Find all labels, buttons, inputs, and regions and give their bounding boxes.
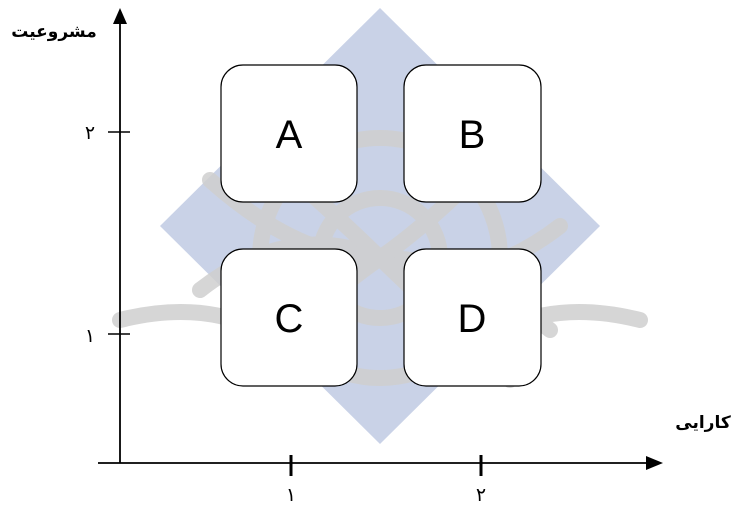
quadrant-a-box [220, 64, 358, 203]
axes [98, 8, 663, 476]
x-tick-label-1: ۱ [286, 484, 296, 506]
watermark-emblem-icon [112, 8, 648, 444]
quadrant-c-box [220, 248, 358, 387]
x-tick-label-2: ۲ [476, 484, 486, 506]
quadrant-b: B [403, 64, 542, 203]
y-axis-title: مشروعیت [11, 22, 97, 42]
quadrant-b-label: B [459, 113, 486, 157]
x-axis-arrow-icon [646, 456, 663, 470]
y-axis-arrow-icon [113, 8, 127, 24]
quadrant-d-label: D [458, 297, 487, 341]
x-axis-title: کارایی [675, 413, 731, 433]
quadrant-d-box [403, 248, 542, 387]
quadrant-c-label: C [275, 297, 304, 341]
quadrant-b-box [403, 64, 542, 203]
quadrant-d: D [403, 248, 542, 387]
quadrant-a: A [220, 64, 358, 203]
quadrant-a-label: A [276, 113, 303, 157]
quadrant-c: C [220, 248, 358, 387]
y-tick-label-2: ۲ [85, 122, 95, 144]
y-tick-label-1: ۱ [85, 325, 95, 347]
